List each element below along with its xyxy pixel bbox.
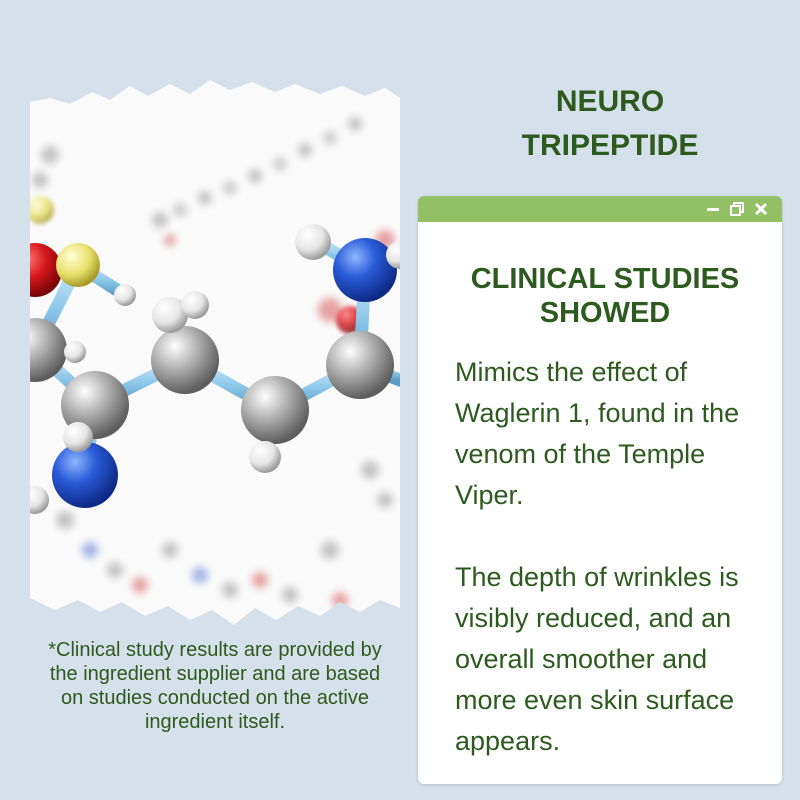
window-controls [704, 198, 770, 220]
paragraph-mimics-effect: Mimics the effect of Waglerin 1, found i… [455, 357, 740, 510]
product-heading: NEURO TRIPEPTIDE [440, 80, 780, 168]
heading-line-2: TRIPEPTIDE [521, 129, 699, 162]
window-titlebar[interactable] [418, 196, 782, 222]
heading-line-1: NEURO [555, 85, 665, 118]
window-title: CLINICAL STUDIES SHOWED [438, 262, 772, 330]
minimize-icon[interactable] [704, 200, 722, 218]
clinical-studies-window: CLINICAL STUDIES SHOWED Mimics the effec… [418, 196, 782, 784]
window-body: Mimics the effect of Waglerin 1, found i… [455, 352, 758, 762]
molecule-image [30, 80, 400, 625]
close-icon[interactable] [752, 200, 770, 218]
window-title-line-2: SHOWED [539, 297, 671, 329]
paragraph-wrinkles-reduced: The depth of wrinkles is visibly reduced… [455, 562, 739, 756]
window-title-line-1: CLINICAL STUDIES [470, 263, 740, 295]
restore-icon[interactable] [728, 200, 746, 218]
footnote-disclaimer: *Clinical study results are provided by … [48, 639, 382, 733]
